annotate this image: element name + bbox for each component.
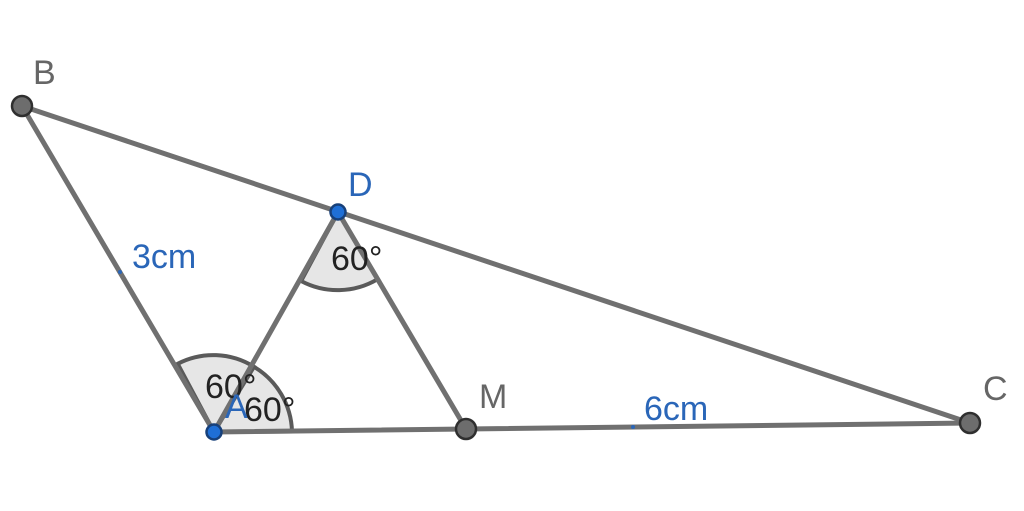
point-m[interactable] (454, 417, 478, 441)
segment-bc (19, 103, 973, 426)
segment-ac (211, 420, 973, 435)
length-label-mc: 6cm (644, 390, 708, 428)
length-marker-mc (631, 425, 635, 429)
segment-ba (19, 103, 217, 435)
segment-ad (211, 209, 341, 435)
angle-label-bad: 60° (205, 368, 256, 406)
angle-label-adm: 60° (331, 240, 382, 278)
angle-arc-adm (298, 207, 381, 293)
point-c[interactable] (958, 411, 982, 435)
length-label-ab: 3cm (132, 238, 196, 276)
point-label-d: D (348, 166, 373, 204)
angle-label-dam: 60° (244, 391, 295, 429)
point-b[interactable] (10, 94, 34, 118)
angle-arc-dam (210, 364, 295, 435)
point-label-c: C (983, 370, 1008, 408)
point-label-a: A (225, 388, 248, 426)
segment-dm (335, 209, 469, 432)
point-a[interactable] (205, 423, 223, 441)
point-d[interactable] (329, 203, 347, 221)
length-marker-ab (118, 270, 122, 274)
point-label-m: M (479, 378, 507, 416)
point-label-b: B (33, 54, 56, 92)
